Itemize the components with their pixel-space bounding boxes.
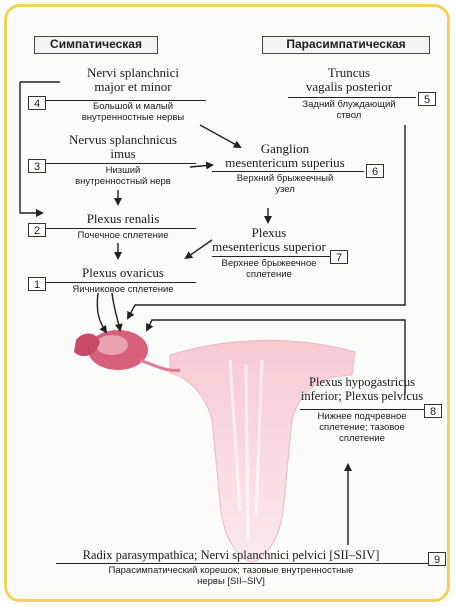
node-3-rule: [46, 163, 196, 164]
node-7-russian-line1: Верхнее брыжеечное: [212, 258, 326, 269]
node-4-latin-line2: major et minor: [58, 80, 208, 94]
node-3-number: 3: [28, 159, 46, 173]
node-5-russian-line1: Задний блуждающий: [284, 99, 414, 110]
node-8-russian-line2: сплетение; тазовое: [300, 422, 424, 433]
node-9-number: 9: [428, 552, 446, 566]
node-4-latin-line1: Nervi splanchnici: [58, 66, 208, 80]
uterus-illustration: [170, 340, 355, 562]
node-2-russian: Почечное сплетение: [48, 230, 198, 241]
node-7-latin-line1: Plexus: [212, 226, 326, 240]
node-5-latin-line2: vagalis posterior: [284, 80, 414, 94]
node-3-russian-line1: Низший: [48, 165, 198, 176]
node-2-latin: Plexus renalis: [48, 212, 198, 226]
node-9-russian-line2: нервы [SII–SIV]: [36, 576, 426, 587]
node-6-number: 6: [366, 164, 384, 178]
parasympathetic-header: Парасимпатическая: [262, 36, 430, 54]
node-7-russian: Верхнее брыжеечное сплетение: [212, 258, 326, 280]
node-3-latin-line2: imus: [48, 147, 198, 161]
node-4-latin: Nervi splanchnici major et minor: [58, 66, 208, 94]
node-5-latin-line1: Truncus: [284, 66, 414, 80]
node-9-latin: Radix parasympathica; Nervi splanchnici …: [36, 548, 426, 562]
node-8-rule: [300, 409, 424, 410]
node-8-latin-line2: inferior; Plexus pelvicus: [300, 389, 424, 403]
node-4-russian-line2: внутренностные нервы: [58, 112, 208, 123]
node-3-latin: Nervus splanchnicus imus: [48, 133, 198, 161]
node-4-number: 4: [28, 96, 46, 110]
node-4-russian-line1: Большой и малый: [58, 101, 208, 112]
sympathetic-header: Симпатическая: [34, 36, 158, 54]
node-3-latin-line1: Nervus splanchnicus: [48, 133, 198, 147]
node-6-russian-line2: узел: [212, 184, 358, 195]
node-1-rule: [46, 282, 196, 283]
node-9-rule: [56, 563, 428, 564]
node-4-russian: Большой и малый внутренностные нервы: [58, 101, 208, 123]
node-8-russian: Нижнее подчревное сплетение; тазовое спл…: [300, 411, 424, 444]
node-9-russian-line1: Парасимпатический корешок; тазовые внутр…: [36, 565, 426, 576]
node-3-russian-line2: внутренностный нерв: [48, 176, 198, 187]
node-5-rule: [288, 97, 416, 98]
node-8-latin: Plexus hypogastricus inferior; Plexus pe…: [300, 375, 424, 403]
node-6-latin-line1: Ganglion: [212, 142, 358, 156]
node-7-latin-line2: mesentericus superior: [212, 240, 326, 254]
node-1-russian: Яичниковое сплетение: [48, 284, 198, 295]
node-2-rule: [46, 228, 196, 229]
ovary-illustration: [74, 330, 180, 371]
node-5-number: 5: [418, 92, 436, 106]
node-1-number: 1: [28, 277, 46, 291]
node-8-latin-line1: Plexus hypogastricus: [300, 375, 424, 389]
node-6-latin: Ganglion mesentericum superius: [212, 142, 358, 170]
node-7-number: 7: [330, 250, 348, 264]
node-7-latin: Plexus mesentericus superior: [212, 226, 326, 254]
node-7-rule: [212, 256, 330, 257]
node-8-russian-line3: сплетение: [300, 433, 424, 444]
node-5-latin: Truncus vagalis posterior: [284, 66, 414, 94]
node-6-latin-line2: mesentericum superius: [212, 156, 358, 170]
node-2-number: 2: [28, 223, 46, 237]
node-7-russian-line2: сплетение: [212, 269, 326, 280]
node-5-russian-line2: ствол: [284, 110, 414, 121]
node-5-russian: Задний блуждающий ствол: [284, 99, 414, 121]
node-6-russian-line1: Верхний брыжеечный: [212, 173, 358, 184]
node-9-russian: Парасимпатический корешок; тазовые внутр…: [36, 565, 426, 587]
node-8-number: 8: [424, 404, 442, 418]
node-6-rule: [212, 171, 364, 172]
node-1-latin: Plexus ovaricus: [48, 266, 198, 280]
node-8-russian-line1: Нижнее подчревное: [300, 411, 424, 422]
node-3-russian: Низший внутренностный нерв: [48, 165, 198, 187]
node-6-russian: Верхний брыжеечный узел: [212, 173, 358, 195]
